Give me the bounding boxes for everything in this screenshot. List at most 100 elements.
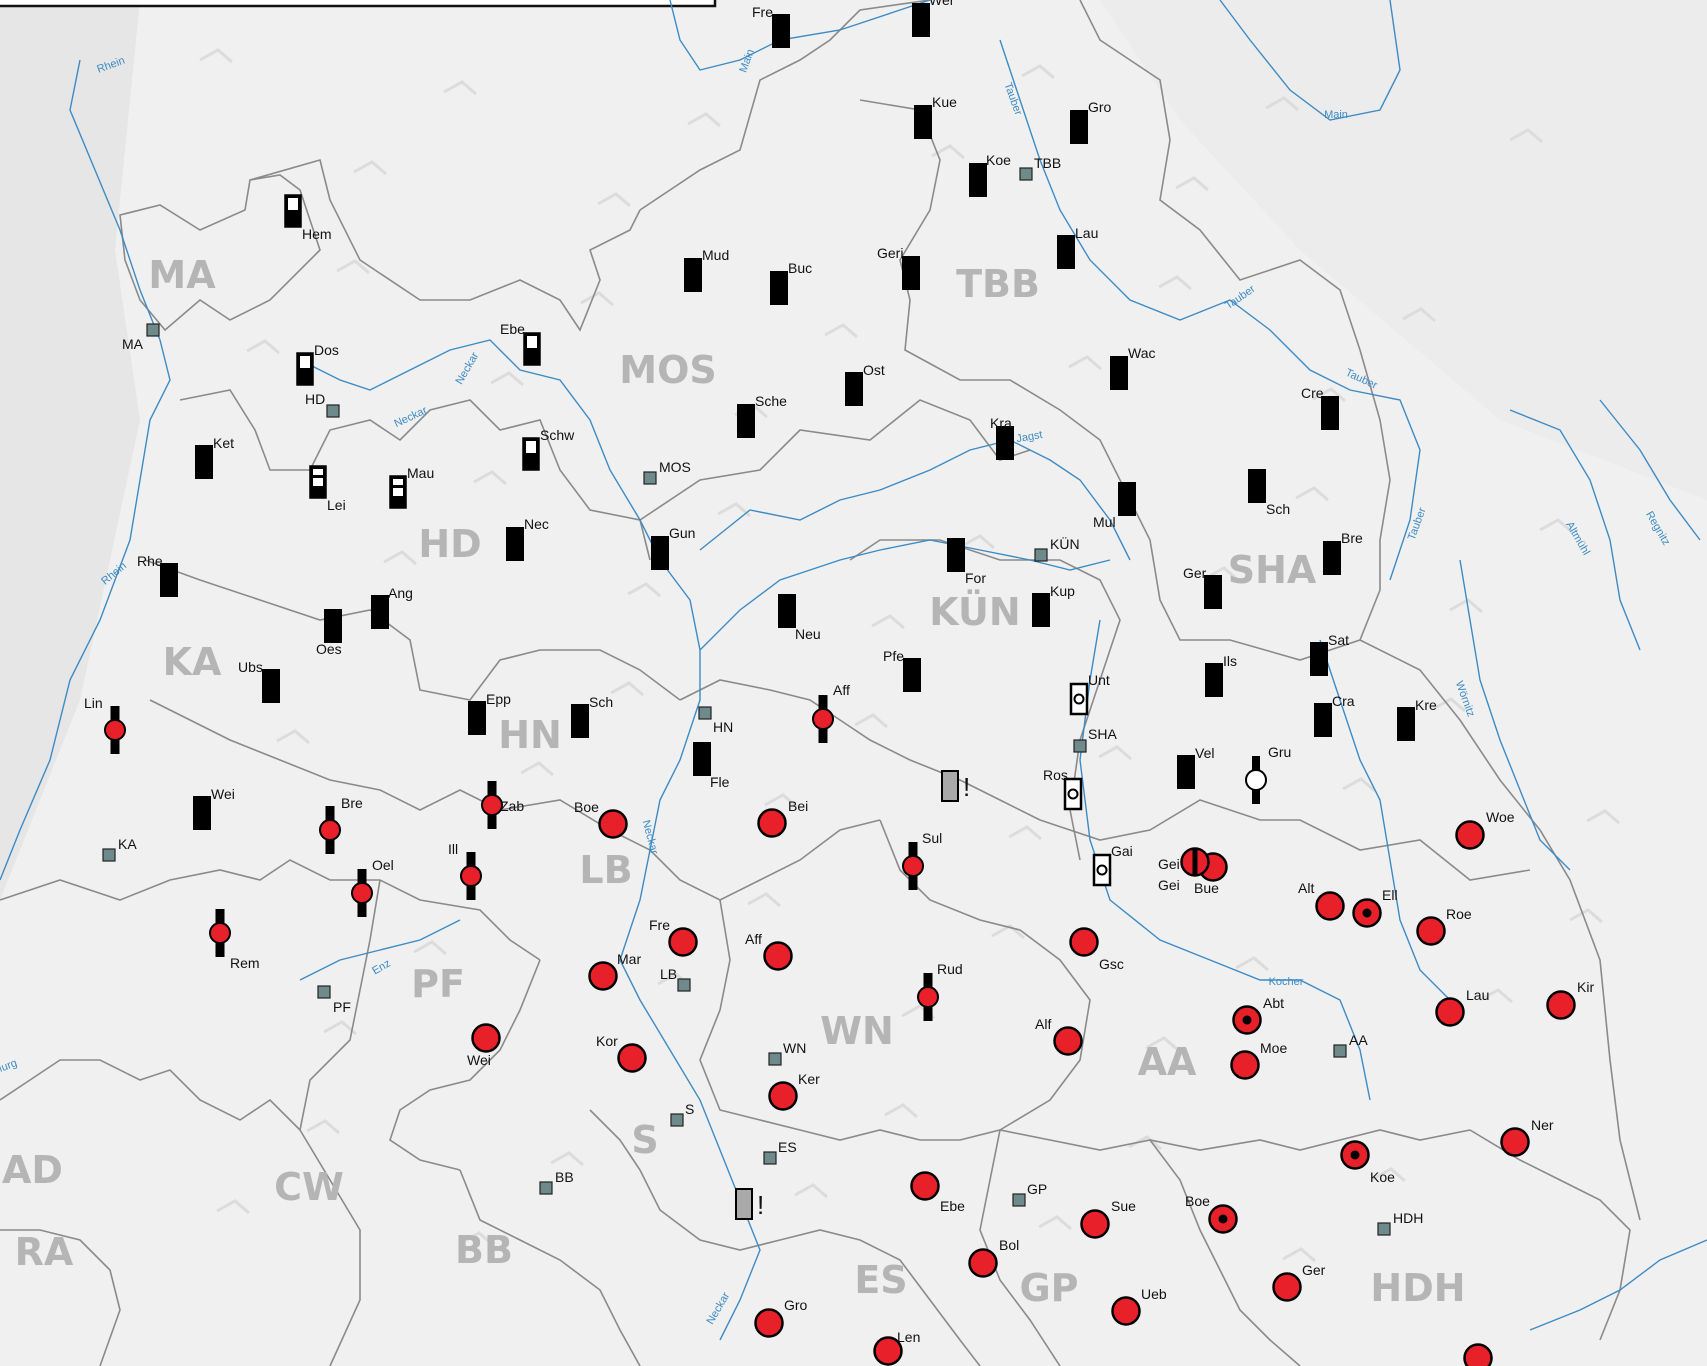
black-bar-label: Neu — [795, 626, 821, 642]
black-bar-marker — [1070, 110, 1088, 144]
uncertain-symbols: !! — [735, 770, 970, 1220]
hollow-bar-label: Ros — [1043, 767, 1068, 783]
red-dot-marker — [668, 927, 698, 957]
black-bar-marker — [468, 701, 486, 735]
black-bar-marker — [737, 404, 755, 438]
relief-stroke — [961, 534, 995, 550]
hollow-bar-circle — [1067, 788, 1079, 800]
red-dot-marker — [757, 808, 787, 838]
split-bar-white-part — [313, 469, 323, 475]
ringed-dot-label: Koe — [1370, 1169, 1395, 1185]
relief-stroke — [276, 729, 310, 745]
seat-label: ES — [778, 1139, 797, 1155]
seat-label: HN — [713, 719, 733, 735]
black-bar-label: Sch — [1266, 501, 1290, 517]
relief-stroke — [550, 1151, 584, 1167]
black-bar-marker — [1204, 575, 1222, 609]
black-bar-marker — [571, 704, 589, 738]
bar-dot-label: Rud — [937, 961, 963, 977]
river-label: Jagst — [1015, 429, 1043, 445]
red-dot-marker — [1463, 1343, 1493, 1366]
black-bar-label: Wei — [211, 786, 235, 802]
black-bar-label: Vel — [1195, 745, 1214, 761]
seat-label: HD — [305, 391, 325, 407]
bar-dot-marker — [104, 719, 126, 741]
relief-stroke — [1372, 1167, 1406, 1183]
relief-stroke — [246, 339, 280, 355]
relief-stroke — [1235, 956, 1269, 972]
black-bar-label: Cre — [1301, 385, 1324, 401]
ringed-dot-label: Abt — [1263, 995, 1284, 1011]
district-label: LB — [579, 848, 632, 892]
relief-stroke — [1205, 566, 1239, 582]
seat-square-marker — [317, 985, 331, 999]
red-dot-label: Ueb — [1141, 1286, 1167, 1302]
split-bar-white-part — [393, 479, 403, 485]
seat-label: WN — [783, 1040, 806, 1056]
hollow-bar-circle — [1073, 693, 1085, 705]
red-dot-label: Boe — [574, 799, 599, 815]
bar-dot-marker — [460, 865, 482, 887]
relief-stroke — [1342, 777, 1376, 793]
red-dot-label: Bei — [788, 798, 808, 814]
district-label: MOS — [619, 348, 717, 392]
black-bar-label: For — [965, 570, 986, 586]
black-bar-marker — [160, 563, 178, 597]
black-bar-label: Sche — [755, 393, 787, 409]
black-bar-label: Mul — [1093, 514, 1116, 530]
red-dot-label: Lau — [1466, 987, 1489, 1003]
relief-stroke — [1038, 1215, 1072, 1231]
red-dot-label: Gsc — [1099, 956, 1124, 972]
district-label: RA — [15, 1230, 74, 1274]
relief-stroke — [353, 160, 387, 176]
red-dot-label: Sue — [1111, 1198, 1136, 1214]
red-dot-marker — [1416, 916, 1446, 946]
black-bar-marker — [651, 536, 669, 570]
district-label: CW — [274, 1165, 344, 1209]
black-bar-label: Cra — [1332, 693, 1355, 709]
black-bar-marker — [1310, 642, 1328, 676]
red-dot-marker — [1272, 1272, 1302, 1302]
black-bar-marker — [1323, 541, 1341, 575]
relief-stroke — [794, 1183, 828, 1199]
relief-stroke — [610, 681, 644, 697]
relief-stroke — [1265, 96, 1299, 112]
black-bar-marker — [778, 594, 796, 628]
split-bar-label: Lei — [327, 497, 346, 513]
red-dot-marker — [598, 809, 628, 839]
red-dot-marker — [1053, 1026, 1083, 1056]
relief-stroke — [1586, 809, 1620, 825]
ringed-dot-center — [1362, 908, 1372, 918]
split-bar-white-part — [313, 478, 323, 486]
split-bar-white-part — [300, 356, 310, 368]
red-dot-marker — [910, 1171, 940, 1201]
uncertain-mark: ! — [963, 772, 970, 802]
black-bar-marker — [845, 372, 863, 406]
seat-square-marker — [677, 978, 691, 992]
seat-label: PF — [333, 999, 351, 1015]
relief-stroke — [884, 1103, 918, 1119]
seat-square-marker — [1019, 167, 1033, 181]
relief-stroke — [1158, 275, 1192, 291]
relief-stroke — [854, 713, 888, 729]
red-dot-label: Ker — [798, 1071, 820, 1087]
black-bar-marker — [1177, 755, 1195, 789]
relief-stroke — [383, 550, 417, 566]
black-bar-label: Wer — [929, 0, 955, 8]
seat-square-marker — [102, 848, 116, 862]
relief-stroke — [1509, 128, 1543, 144]
split-bar-label: Ebe — [500, 321, 525, 337]
red-dot-label: Len — [897, 1329, 920, 1345]
bar-dot-label: Zab — [500, 798, 524, 814]
black-bar-label: Nec — [524, 516, 549, 532]
ringed-dot-center — [1350, 1150, 1360, 1160]
black-bar-marker — [195, 445, 213, 479]
bar-dot-marker — [902, 855, 924, 877]
seat-label: KA — [118, 836, 137, 852]
black-bar-marker — [1314, 703, 1332, 737]
black-bar-label: Fle — [710, 774, 730, 790]
